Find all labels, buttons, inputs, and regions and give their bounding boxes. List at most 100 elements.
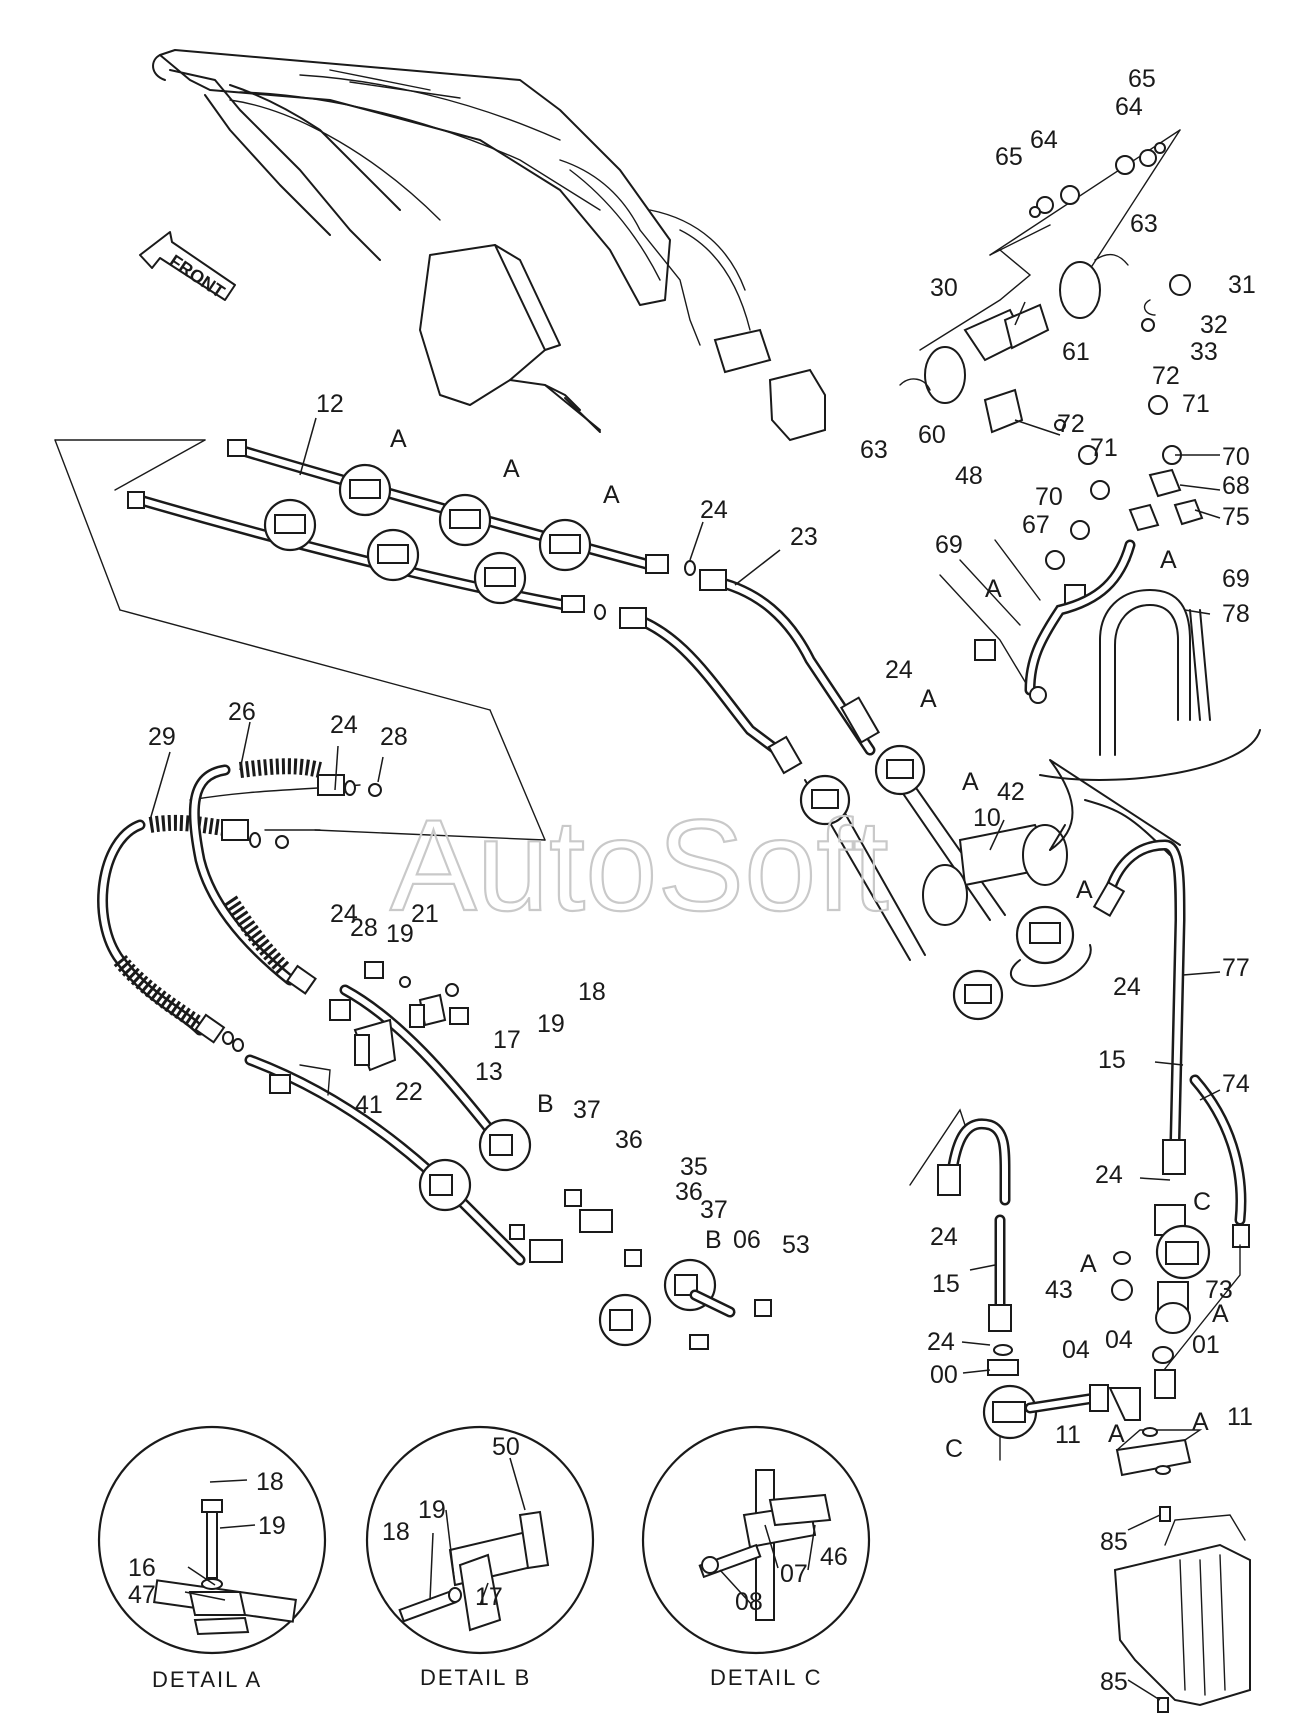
marker-c2: C: [945, 1435, 963, 1463]
callout-60: 60: [918, 421, 946, 449]
callout-36b: 36: [675, 1178, 703, 1206]
detail-b-callout-19: 19: [418, 1496, 446, 1524]
callout-29: 29: [148, 723, 176, 751]
callout-63a: 63: [1130, 210, 1158, 238]
callout-15a: 15: [1098, 1046, 1126, 1074]
callout-37a: 37: [573, 1096, 601, 1124]
control-valve-85: [1113, 1506, 1251, 1713]
detail-c-caption: DETAIL C: [710, 1665, 823, 1690]
callout-labels: 12 23 24 24 24 24 24 24 24 24 26 28 28 2…: [128, 65, 1256, 1696]
excavator-arm-illustration: FRONT: [139, 49, 826, 442]
center-assembly-10: [799, 744, 1181, 1021]
detail-a-callout-18: 18: [256, 1468, 284, 1496]
right-fittings: [939, 395, 1261, 781]
callout-43: 43: [1045, 1276, 1073, 1304]
callout-71b: 71: [1090, 434, 1118, 462]
marker-a6: A: [1076, 876, 1093, 904]
callout-22: 22: [395, 1078, 423, 1106]
callout-74: 74: [1222, 1070, 1250, 1098]
callout-61: 61: [1062, 338, 1090, 366]
callout-85a: 85: [1100, 1528, 1128, 1556]
callout-24f: 24: [1095, 1161, 1123, 1189]
callout-41: 41: [355, 1091, 383, 1119]
detail-a-callout-16: 16: [128, 1554, 156, 1582]
callout-67: 67: [1022, 511, 1050, 539]
marker-b1: B: [537, 1090, 554, 1118]
lower-right-valve-stack: [982, 1204, 1211, 1477]
marker-a1: A: [390, 425, 407, 453]
callout-32: 32: [1200, 311, 1228, 339]
pipes-13-bracket: [244, 961, 772, 1350]
marker-a9: A: [1080, 1250, 1097, 1278]
callout-65b: 65: [1128, 65, 1156, 93]
callout-72b: 72: [1057, 410, 1085, 438]
callout-06: 06: [733, 1226, 761, 1254]
callout-63b: 63: [860, 436, 888, 464]
callout-24h: 24: [927, 1328, 955, 1356]
marker-a5: A: [962, 768, 979, 796]
callout-24a: 24: [700, 496, 728, 524]
callout-24c: 24: [330, 711, 358, 739]
callout-30: 30: [930, 274, 958, 302]
callout-35: 35: [680, 1153, 708, 1181]
detail-a-callout-47: 47: [128, 1581, 156, 1609]
callout-42: 42: [997, 778, 1025, 806]
callout-70a: 70: [1222, 443, 1250, 471]
callout-53: 53: [782, 1231, 810, 1259]
callout-64a: 64: [1030, 126, 1058, 154]
callout-21: 21: [411, 900, 439, 928]
marker-c1: C: [1193, 1188, 1211, 1216]
callout-11b: 11: [1227, 1403, 1253, 1431]
callout-24b: 24: [885, 656, 913, 684]
callout-11a: 11: [1055, 1421, 1081, 1449]
callout-28a: 28: [380, 723, 408, 751]
callout-18: 18: [578, 978, 606, 1006]
callout-00: 00: [930, 1361, 958, 1389]
callout-31: 31: [1228, 271, 1256, 299]
marker-a10: A: [1212, 1300, 1229, 1328]
callout-13: 13: [475, 1058, 503, 1086]
callout-24d: 24: [330, 900, 358, 928]
callout-75: 75: [1222, 503, 1250, 531]
detail-a-view: [97, 1425, 327, 1655]
detail-c-callout-07: 07: [780, 1560, 808, 1588]
callout-23: 23: [790, 523, 818, 551]
callout-33: 33: [1190, 338, 1218, 366]
marker-a2: A: [503, 455, 520, 483]
detail-b-view: [365, 1425, 595, 1655]
detail-a-callout-19: 19: [258, 1512, 286, 1540]
marker-a7: A: [985, 575, 1002, 603]
callout-19b: 19: [537, 1010, 565, 1038]
detail-b-callout-50: 50: [492, 1433, 520, 1461]
callout-37b: 37: [700, 1196, 728, 1224]
callout-36a: 36: [615, 1126, 643, 1154]
callout-26: 26: [228, 698, 256, 726]
callout-85b: 85: [1100, 1668, 1128, 1696]
callout-70b: 70: [1035, 483, 1063, 511]
callout-78: 78: [1222, 600, 1250, 628]
callout-19a: 19: [386, 920, 414, 948]
watermark-text: AutoSoft: [390, 792, 889, 938]
marker-a8: A: [1160, 546, 1177, 574]
callout-48: 48: [955, 462, 983, 490]
callout-73: 73: [1205, 1276, 1233, 1304]
marker-a12: A: [1192, 1408, 1209, 1436]
callout-04a: 04: [1062, 1336, 1090, 1364]
callout-64b: 64: [1115, 93, 1143, 121]
marker-b2: B: [705, 1226, 722, 1254]
detail-c-callout-08: 08: [735, 1588, 763, 1616]
callout-24g: 24: [930, 1223, 958, 1251]
callout-10: 10: [973, 804, 1001, 832]
detail-b-callout-18: 18: [382, 1518, 410, 1546]
callout-24e: 24: [1113, 973, 1141, 1001]
detail-b-caption: DETAIL B: [420, 1665, 531, 1690]
detail-captions: DETAIL A DETAIL B DETAIL C: [152, 1665, 823, 1692]
callout-69a: 69: [935, 531, 963, 559]
detail-a-caption: DETAIL A: [152, 1667, 262, 1692]
leader-lines: [149, 301, 1221, 1701]
callout-68: 68: [1222, 472, 1250, 500]
callout-12: 12: [316, 390, 344, 418]
callout-77: 77: [1222, 954, 1250, 982]
callout-65a: 65: [995, 143, 1023, 171]
marker-a3: A: [603, 481, 620, 509]
